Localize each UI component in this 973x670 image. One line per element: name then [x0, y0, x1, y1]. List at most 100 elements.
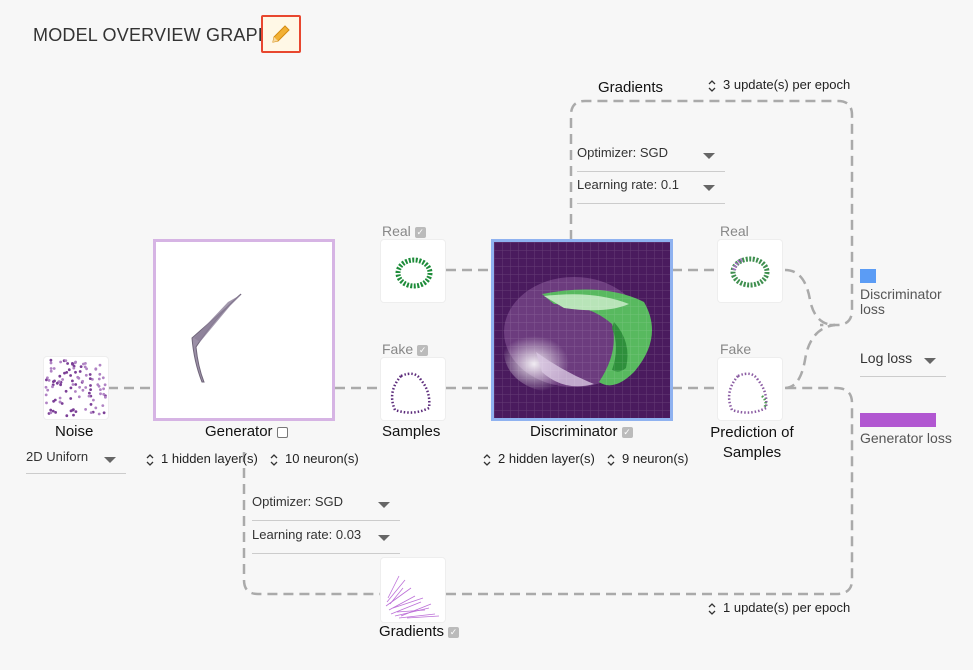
generator-gradients-checkbox[interactable]: ✓ — [448, 626, 460, 638]
pencil-icon — [272, 25, 290, 43]
discriminator-checkbox[interactable]: ✓ — [621, 426, 633, 438]
noise-point — [61, 378, 64, 381]
noise-point — [78, 385, 81, 389]
noise-point — [89, 384, 92, 387]
noise-point — [84, 408, 87, 411]
loss-type-select[interactable]: Log loss — [860, 350, 946, 377]
edit-button[interactable] — [261, 15, 301, 53]
noise-preview[interactable] — [44, 357, 108, 419]
noise-point — [94, 406, 98, 410]
noise-point — [69, 386, 73, 390]
generator-updates-text: 1 update(s) per epoch — [723, 600, 851, 615]
noise-point — [103, 383, 107, 387]
noise-point — [96, 383, 100, 386]
stepper-icon — [270, 453, 278, 466]
noise-point — [49, 358, 53, 362]
noise-point — [85, 367, 88, 371]
noise-point — [49, 408, 53, 412]
discriminator-neurons-text: 9 neuron(s) — [622, 451, 689, 466]
noise-point — [88, 373, 92, 376]
generator-gradients-preview[interactable] — [381, 558, 445, 622]
noise-point — [79, 365, 83, 368]
fake-samples-preview[interactable] — [381, 358, 445, 420]
noise-point — [94, 367, 98, 371]
chevron-down-icon — [378, 502, 390, 508]
noise-point — [72, 413, 75, 417]
noise-point — [44, 393, 48, 397]
lr-value: 0.1 — [660, 177, 679, 192]
discriminator-hidden-layers[interactable]: 2 hidden layer(s) — [482, 451, 595, 467]
fake-checkbox[interactable]: ✓ — [417, 344, 429, 356]
real-samples-label: Real✓ — [382, 223, 426, 239]
prediction-real-ring — [730, 256, 770, 288]
noise-point — [74, 390, 77, 393]
noise-point — [84, 386, 88, 389]
noise-point — [101, 404, 105, 407]
noise-point — [58, 396, 62, 400]
noise-point — [88, 391, 91, 395]
generator-optimizer-select[interactable]: Optimizer: SGD — [252, 494, 400, 521]
prediction-real-preview[interactable] — [718, 240, 782, 302]
noise-point — [52, 367, 56, 370]
noise-point — [72, 366, 76, 370]
noise-point — [47, 379, 51, 382]
generator-updates[interactable]: 1 update(s) per epoch — [707, 600, 850, 616]
generator-lr-select[interactable]: Learning rate: 0.03 — [252, 527, 400, 554]
noise-point — [102, 387, 105, 391]
generator-gradients-label: Gradients✓ — [379, 623, 460, 640]
loss-type-value: Log loss — [860, 350, 913, 366]
lr-label: Learning rate: — [252, 527, 333, 542]
generator-checkbox[interactable] — [276, 426, 288, 438]
noise-point — [59, 360, 62, 364]
noise-point — [84, 373, 88, 377]
noise-point — [102, 411, 106, 415]
stepper-icon — [146, 453, 154, 466]
stepper-icon — [708, 79, 716, 92]
noise-point — [71, 379, 74, 383]
noise-point — [69, 397, 73, 400]
generator-manifold — [191, 293, 242, 383]
generator-label-text: Generator — [205, 423, 273, 440]
noise-distribution-select[interactable]: 2D Uniforn — [26, 449, 126, 474]
noise-point — [49, 367, 53, 370]
discriminator-optimizer-select[interactable]: Optimizer: SGD — [577, 145, 725, 172]
noise-point — [65, 414, 69, 418]
noise-point — [101, 376, 105, 380]
generator-hidden-layers[interactable]: 1 hidden layer(s) — [145, 451, 258, 467]
generator-neurons[interactable]: 10 neuron(s) — [269, 451, 359, 467]
noise-point — [91, 378, 94, 381]
stepper-icon — [483, 453, 491, 466]
discriminator-lr-select[interactable]: Learning rate: 0.1 — [577, 177, 725, 204]
generator-gradients-field — [385, 575, 440, 619]
noise-point — [66, 362, 69, 365]
noise-point — [58, 374, 62, 378]
real-samples-preview[interactable] — [381, 240, 445, 302]
noise-point — [45, 378, 48, 382]
prediction-fake-preview[interactable] — [718, 358, 782, 420]
discriminator-updates[interactable]: 3 update(s) per epoch — [707, 77, 850, 93]
noise-point — [64, 359, 68, 362]
noise-point — [97, 412, 101, 416]
discriminator-gradients-label: Gradients — [598, 79, 664, 96]
optimizer-label: Optimizer: — [252, 494, 312, 509]
noise-point — [73, 361, 77, 365]
generator-preview[interactable] — [153, 239, 335, 421]
noise-point — [71, 362, 74, 365]
noise-point — [102, 392, 106, 396]
noise-point — [49, 369, 53, 373]
noise-point — [49, 411, 53, 415]
noise-point — [74, 370, 77, 374]
noise-point — [45, 401, 48, 405]
generator-loss-label: Generator loss — [860, 430, 952, 446]
prediction-real-label: Real — [720, 223, 749, 239]
noise-point — [69, 409, 73, 413]
prediction-fake-label: Fake — [720, 341, 752, 357]
discriminator-loss-swatch — [860, 269, 876, 283]
noise-point — [76, 375, 80, 379]
generator-label: Generator — [205, 423, 288, 440]
discriminator-neurons[interactable]: 9 neuron(s) — [606, 451, 688, 467]
discriminator-preview[interactable] — [491, 239, 673, 421]
chevron-down-icon — [924, 358, 936, 364]
real-checkbox[interactable]: ✓ — [414, 226, 426, 238]
